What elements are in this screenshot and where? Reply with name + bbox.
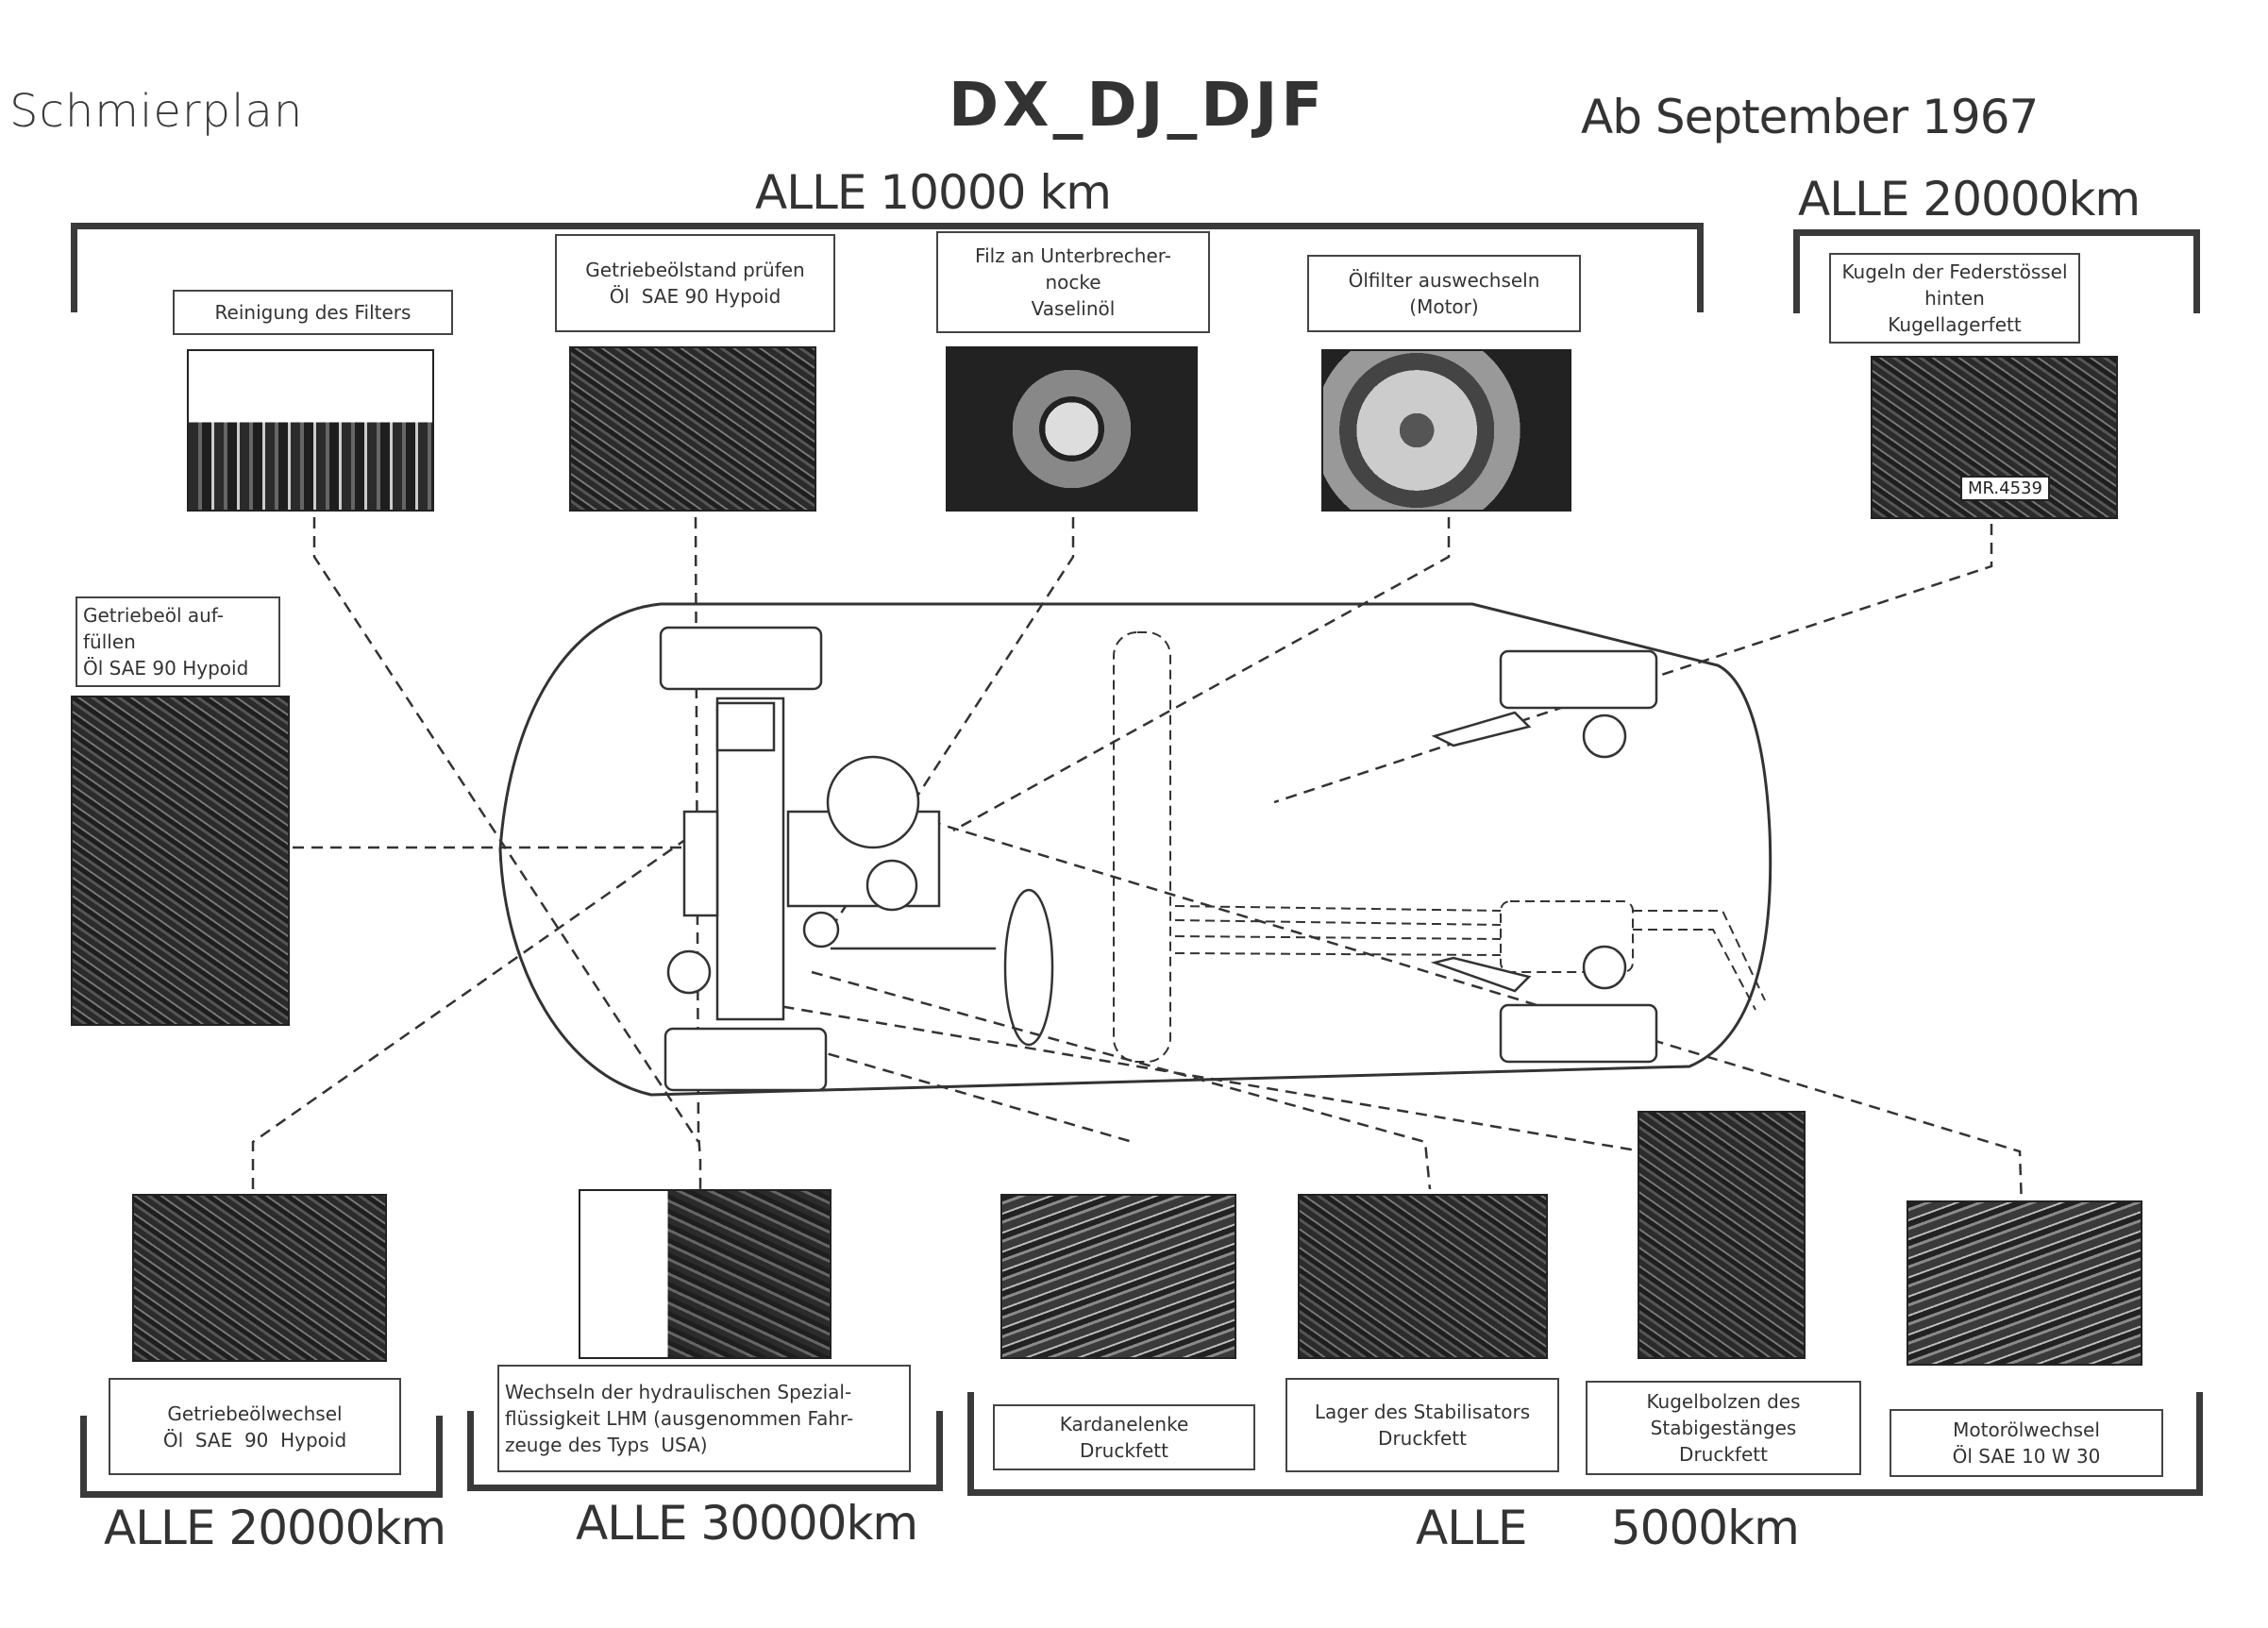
label-line: Ölfilter auswechseln [1348,269,1540,292]
label-stabilizer-bearing: Lager des Stabilisators Druckfett [1285,1378,1559,1472]
label-line: Öl SAE 90 Hypoid [83,657,249,680]
rear-wheel-bottom [1499,1003,1658,1064]
photo-stabilizer-bearing [1298,1194,1548,1359]
date-title: Ab September 1967 [1581,90,2039,144]
photo-tag-part-number: MR.4539 [1960,476,2050,501]
label-line: (Motor) [1409,295,1479,318]
label-line: füllen [83,630,136,653]
leader-line-rear-spring [1273,524,1993,804]
exhaust-muffler [1500,900,1634,973]
label-filter-cleaning: Reinigung des Filters [173,290,453,335]
front-wheel-bottom [664,1027,828,1092]
label-line: zeuge des Typs USA) [505,1434,708,1456]
interval-heading-20000km-top: ALLE 20000km [1798,172,2141,227]
label-breaker-felt: Filz an Unterbrecher- nocke Vaselinöl [936,231,1210,333]
rear-suspension [1430,711,1627,993]
label-line: Druckfett [1378,1427,1467,1450]
label-line: Kugelbolzen des [1646,1390,1801,1413]
label-line: Kardanelenke [1059,1413,1189,1435]
photo-lhm-reservoir [579,1189,832,1359]
label-line: Getriebeöl auf- [83,604,224,627]
leader-line-filter [312,517,700,1143]
label-lhm-change: Wechseln der hydraulischen Spezial- flüs… [497,1365,911,1472]
interval-heading-30000km: ALLE 30000km [576,1496,918,1551]
label-line: Stabigestänges [1650,1417,1797,1439]
label-gear-oil-change: Getriebeölwechsel Öl SAE 90 Hypoid [109,1378,401,1475]
photo-filter [187,349,434,512]
label-line: Vaselinöl [1031,297,1116,320]
front-wheel-top [659,626,823,691]
label-stabilizer-ball-pins: Kugelbolzen des Stabigestänges Druckfett [1586,1381,1861,1475]
steering [831,888,1054,1047]
photo-gear-oil-change [132,1194,387,1362]
exhaust-pipes [1174,905,1766,1011]
label-line: Druckfett [1080,1439,1168,1462]
label-line: nocke [1045,271,1101,294]
leader-line-engine-oil [929,819,2024,1209]
car-outline [498,602,1772,1097]
label-rear-spring-balls: Kugeln der Federstössel hinten Kugellage… [1829,253,2080,344]
bracket-20000km-bottom [80,1416,443,1498]
rear-wheel-top [1499,649,1658,710]
model-title: DX_DJ_DJF [949,71,1327,141]
leader-line-oil-filter [952,517,1451,832]
label-line: Motorölwechsel [1953,1418,2100,1441]
label-line: Reinigung des Filters [214,301,412,324]
bracket-30000km [467,1411,943,1491]
label-line: Öl SAE 90 Hypoid [609,285,781,308]
photo-gearbox [569,346,816,512]
leader-line-gear-oil-change [251,829,699,1189]
label-line: Druckfett [1679,1443,1768,1466]
interval-heading-5000km: ALLE 5000km [1416,1501,1800,1555]
label-line: Wechseln der hydraulischen Spezial- [505,1381,852,1403]
photo-engine-oil [1907,1200,2142,1366]
photo-gear-oil-fill [71,696,290,1026]
leader-line-stabilizer-bearing [811,970,1432,1190]
photo-rear-spring: MR.4539 [1871,356,2118,519]
bracket-10000km [71,223,1704,312]
label-line: Öl SAE 10 W 30 [1952,1445,2101,1468]
photo-cardan-joint [1000,1194,1236,1359]
label-gear-oil-check: Getriebeölstand prüfen Öl SAE 90 Hypoid [555,234,835,332]
interval-heading-20000km-bottom: ALLE 20000km [104,1501,446,1555]
label-line: Getriebeölstand prüfen [585,259,805,281]
label-line: Getriebeölwechsel [167,1401,343,1425]
photo-stabilizer-ball-pins [1638,1111,1806,1359]
label-cardan-joints: Kardanelenke Druckfett [993,1404,1255,1470]
label-line: Lager des Stabilisators [1314,1401,1531,1423]
engine-block [666,697,941,1021]
fuel-tank-outline [1113,631,1171,1063]
bracket-5000km [967,1392,2203,1496]
interval-heading-10000km: ALLE 10000 km [755,165,1112,220]
leader-line-cardan [773,1036,1134,1144]
label-engine-oil-change: Motorölwechsel Öl SAE 10 W 30 [1890,1409,2163,1477]
page-title-schmierplan: Schmierplan [9,85,304,138]
label-line: flüssigkeit LHM (ausgenommen Fahr- [505,1407,854,1430]
label-gear-oil-fill: Getriebeöl auf- füllen Öl SAE 90 Hypoid [76,596,280,687]
label-line: Öl SAE 90 Hypoid [162,1428,347,1452]
leader-line-stabilizer-pins [745,999,1643,1153]
label-line: Kugellagerfett [1888,313,2022,336]
label-line: Filz an Unterbrecher- [975,244,1171,267]
photo-oil-filter [1321,349,1571,512]
label-line: Kugeln der Federstössel [1841,260,2068,283]
photo-distributor [946,346,1198,512]
label-line: hinten [1924,287,1985,310]
label-oil-filter: Ölfilter auswechseln (Motor) [1307,255,1581,332]
leader-lines [251,516,2024,1209]
bracket-20000km-top [1793,229,2200,313]
